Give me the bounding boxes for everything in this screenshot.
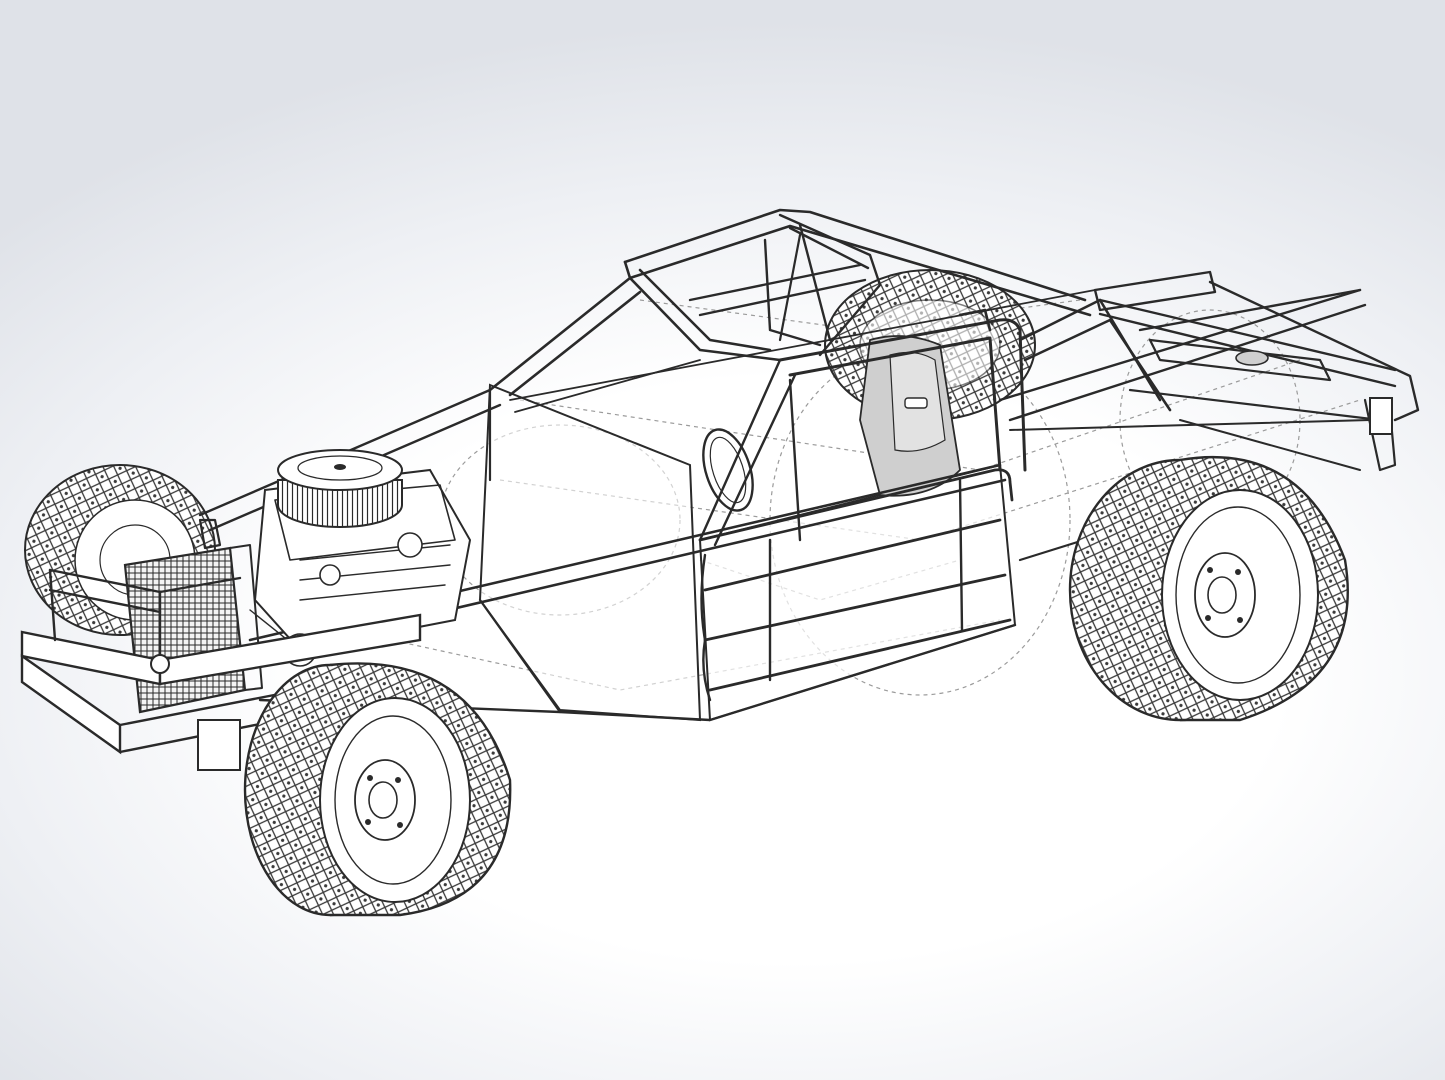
air-cleaner[interactable] [277,449,403,528]
radiator [123,544,263,714]
body-panels [478,289,1096,722]
steering-wheel[interactable] [694,423,762,516]
rear-left-wheel[interactable] [1068,455,1349,722]
fuel-cell [1235,350,1269,366]
front-bumper[interactable] [20,518,422,771]
front-left-wheel[interactable] [243,662,512,917]
